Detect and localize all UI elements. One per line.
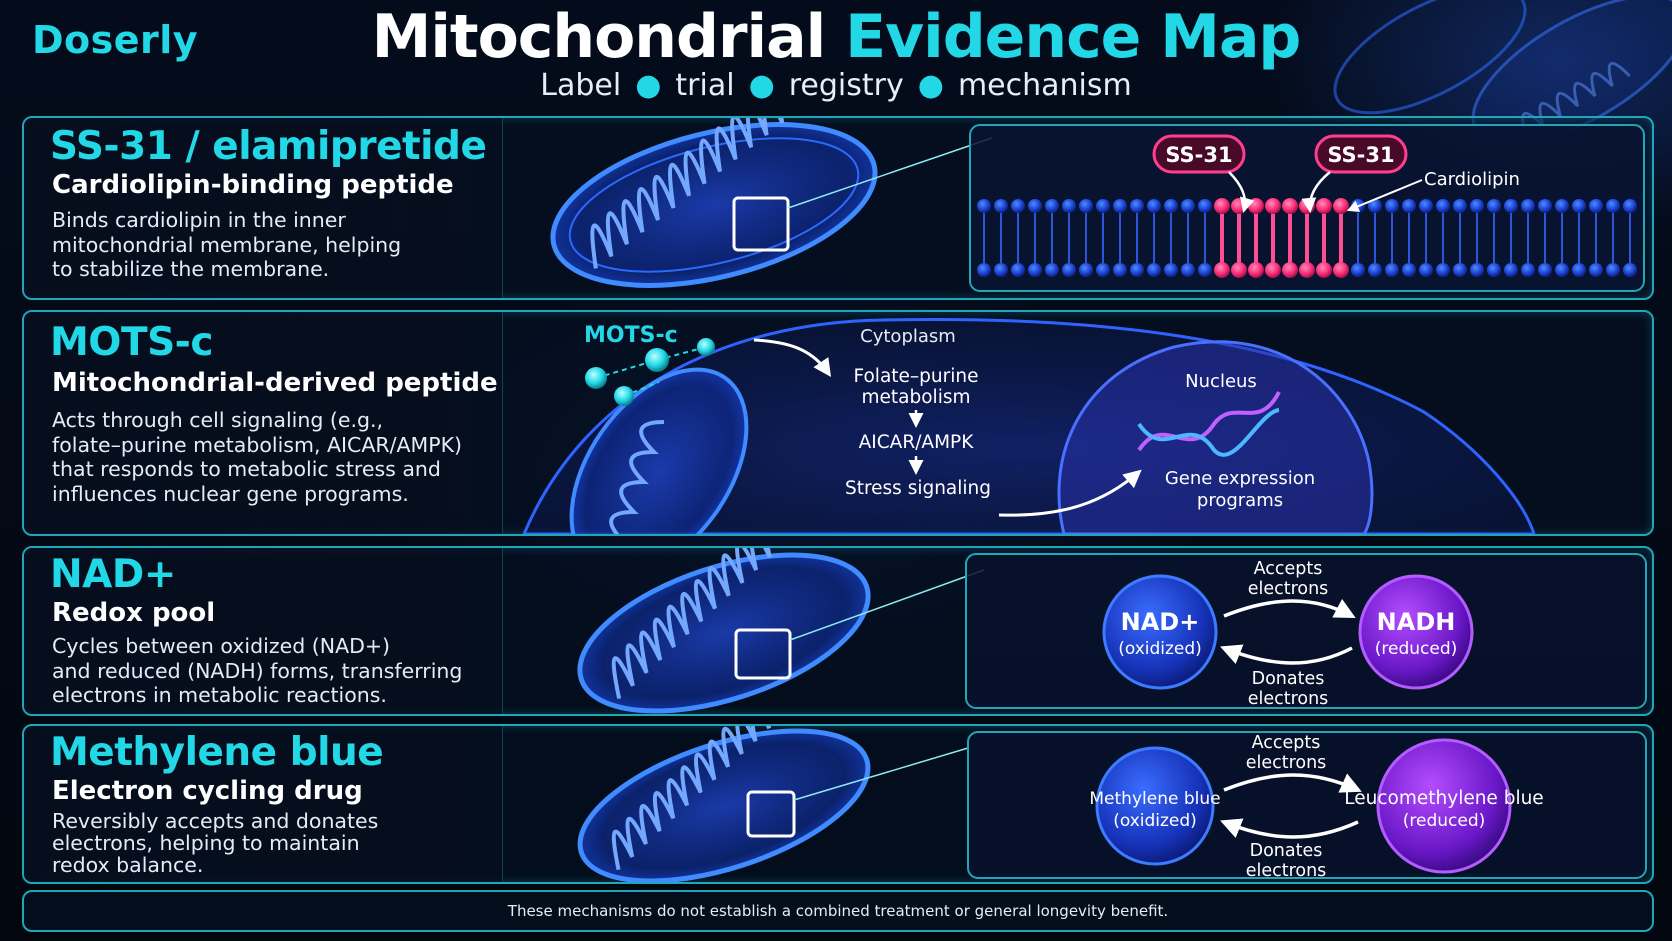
motsc-peptide-icon: MOTS-c bbox=[584, 323, 832, 406]
svg-text:electrons: electrons bbox=[1248, 579, 1329, 599]
nad-oxidized-node: NAD+ (oxidized) bbox=[1102, 574, 1218, 690]
svg-text:Methylene blue: Methylene blue bbox=[1089, 789, 1220, 809]
svg-text:SS-31: SS-31 bbox=[1165, 143, 1232, 167]
svg-text:electrons: electrons bbox=[1246, 861, 1327, 881]
svg-text:Accepts: Accepts bbox=[1252, 733, 1321, 753]
footer-disclaimer: These mechanisms do not establish a comb… bbox=[22, 890, 1654, 932]
cytoplasm-label: Cytoplasm bbox=[860, 326, 956, 347]
panel-methylene-blue: Methylene blue (oxidized) Leucomethylene… bbox=[22, 724, 1654, 884]
mitochondrion-illustration bbox=[550, 118, 993, 288]
nad-text: NAD+ Redox pool Cycles between oxidized … bbox=[24, 548, 503, 714]
nad-accepts-arrow: Accepts electrons bbox=[1223, 559, 1356, 618]
subtitle-registry: registry bbox=[788, 68, 904, 103]
subtitle-label: Label bbox=[540, 68, 622, 103]
subtitle-trial: trial bbox=[675, 68, 735, 103]
motsc-signaling-flow: Folate–purine metabolism AICAR/AMPK Stre… bbox=[845, 366, 1142, 517]
mitochondrion-illustration bbox=[577, 726, 969, 882]
ss31-heading: SS-31 / elamipretide bbox=[50, 124, 487, 169]
title-white: Mitochondrial bbox=[371, 2, 827, 72]
subtitle-mechanism: mechanism bbox=[957, 68, 1132, 103]
panel-motsc: Nucleus Gene expression programs Cytopla… bbox=[22, 310, 1654, 536]
svg-text:Leucomethylene blue: Leucomethylene blue bbox=[1344, 788, 1543, 809]
nad-description: Cycles between oxidized (NAD+)and reduce… bbox=[52, 634, 463, 707]
nad-illustration: NAD+ (oxidized) NADH (reduced) Accepts e… bbox=[577, 548, 1647, 714]
ss31-text: SS-31 / elamipretide Cardiolipin-binding… bbox=[24, 118, 503, 298]
mb-heading: Methylene blue bbox=[50, 730, 384, 775]
svg-text:NAD+: NAD+ bbox=[1121, 608, 1200, 636]
cardiolipin-label: Cardiolipin bbox=[1346, 169, 1520, 212]
svg-text:AICAR/AMPK: AICAR/AMPK bbox=[859, 432, 975, 453]
motsc-subheading: Mitochondrial-derived peptide bbox=[52, 368, 498, 398]
membrane-illustration bbox=[969, 124, 1645, 292]
svg-text:(reduced): (reduced) bbox=[1375, 639, 1458, 659]
title-cyan: Evidence Map bbox=[845, 2, 1301, 72]
motsc-heading: MOTS-c bbox=[50, 320, 213, 365]
mb-oxidized-node: Methylene blue (oxidized) bbox=[1089, 746, 1221, 866]
svg-text:Cardiolipin: Cardiolipin bbox=[1424, 169, 1520, 190]
nadh-reduced-node: NADH (reduced) bbox=[1358, 574, 1474, 690]
brand-logo: Doserly bbox=[32, 18, 199, 62]
page-title: Mitochondrial Evidence Map bbox=[0, 2, 1672, 72]
dna-helix-icon bbox=[1137, 391, 1281, 457]
panel-nad: NAD+ (oxidized) NADH (reduced) Accepts e… bbox=[22, 546, 1654, 716]
nad-heading: NAD+ bbox=[50, 552, 176, 597]
motsc-illustration: Nucleus Gene expression programs Cytopla… bbox=[522, 317, 1536, 534]
svg-text:electrons: electrons bbox=[1246, 753, 1327, 773]
svg-text:(reduced): (reduced) bbox=[1403, 811, 1486, 831]
ss31-tag-right: SS-31 bbox=[1301, 134, 1408, 213]
svg-text:Donates: Donates bbox=[1252, 669, 1325, 689]
leucomethylene-reduced-node: Leucomethylene blue (reduced) bbox=[1344, 738, 1544, 874]
panel-ss31: SS-31 SS-31 Cardiolipin SS-31 / elamipre… bbox=[22, 116, 1654, 300]
ss31-illustration: SS-31 SS-31 Cardiolipin bbox=[550, 118, 1645, 292]
ss31-subheading: Cardiolipin-binding peptide bbox=[52, 170, 454, 200]
svg-text:Accepts: Accepts bbox=[1254, 559, 1323, 579]
page-subtitle: Label●trial●registry●mechanism bbox=[540, 68, 1132, 103]
svg-text:Gene expression: Gene expression bbox=[1165, 468, 1315, 489]
svg-text:Stress signaling: Stress signaling bbox=[845, 478, 991, 499]
svg-text:Donates: Donates bbox=[1250, 841, 1323, 861]
svg-text:(oxidized): (oxidized) bbox=[1113, 811, 1197, 831]
mitochondrion-illustration bbox=[577, 548, 985, 714]
svg-text:Nucleus: Nucleus bbox=[1185, 371, 1257, 392]
svg-text:electrons: electrons bbox=[1248, 689, 1329, 709]
ss31-tag-left: SS-31 bbox=[1152, 134, 1255, 213]
mb-text: Methylene blue Electron cycling drug Rev… bbox=[24, 726, 503, 882]
mb-illustration: Methylene blue (oxidized) Leucomethylene… bbox=[577, 726, 1647, 882]
mb-accepts-arrow: Accepts electrons bbox=[1223, 733, 1362, 793]
svg-text:Folate–purine: Folate–purine bbox=[854, 366, 979, 387]
mitochondrion-illustration bbox=[569, 367, 749, 534]
mb-subheading: Electron cycling drug bbox=[52, 776, 363, 806]
nad-subheading: Redox pool bbox=[52, 598, 216, 628]
svg-text:programs: programs bbox=[1197, 490, 1283, 511]
svg-text:MOTS-c: MOTS-c bbox=[584, 323, 678, 348]
mb-donates-arrow: Donates electrons bbox=[1220, 818, 1359, 881]
motsc-description: Acts through cell signaling (e.g.,folate… bbox=[52, 408, 463, 506]
svg-text:metabolism: metabolism bbox=[862, 387, 971, 408]
nad-donates-arrow: Donates electrons bbox=[1220, 644, 1353, 709]
svg-text:(oxidized): (oxidized) bbox=[1118, 639, 1202, 659]
svg-text:SS-31: SS-31 bbox=[1327, 143, 1394, 167]
motsc-text: MOTS-c Mitochondrial-derived peptide Act… bbox=[24, 312, 503, 534]
svg-text:NADH: NADH bbox=[1377, 608, 1456, 636]
